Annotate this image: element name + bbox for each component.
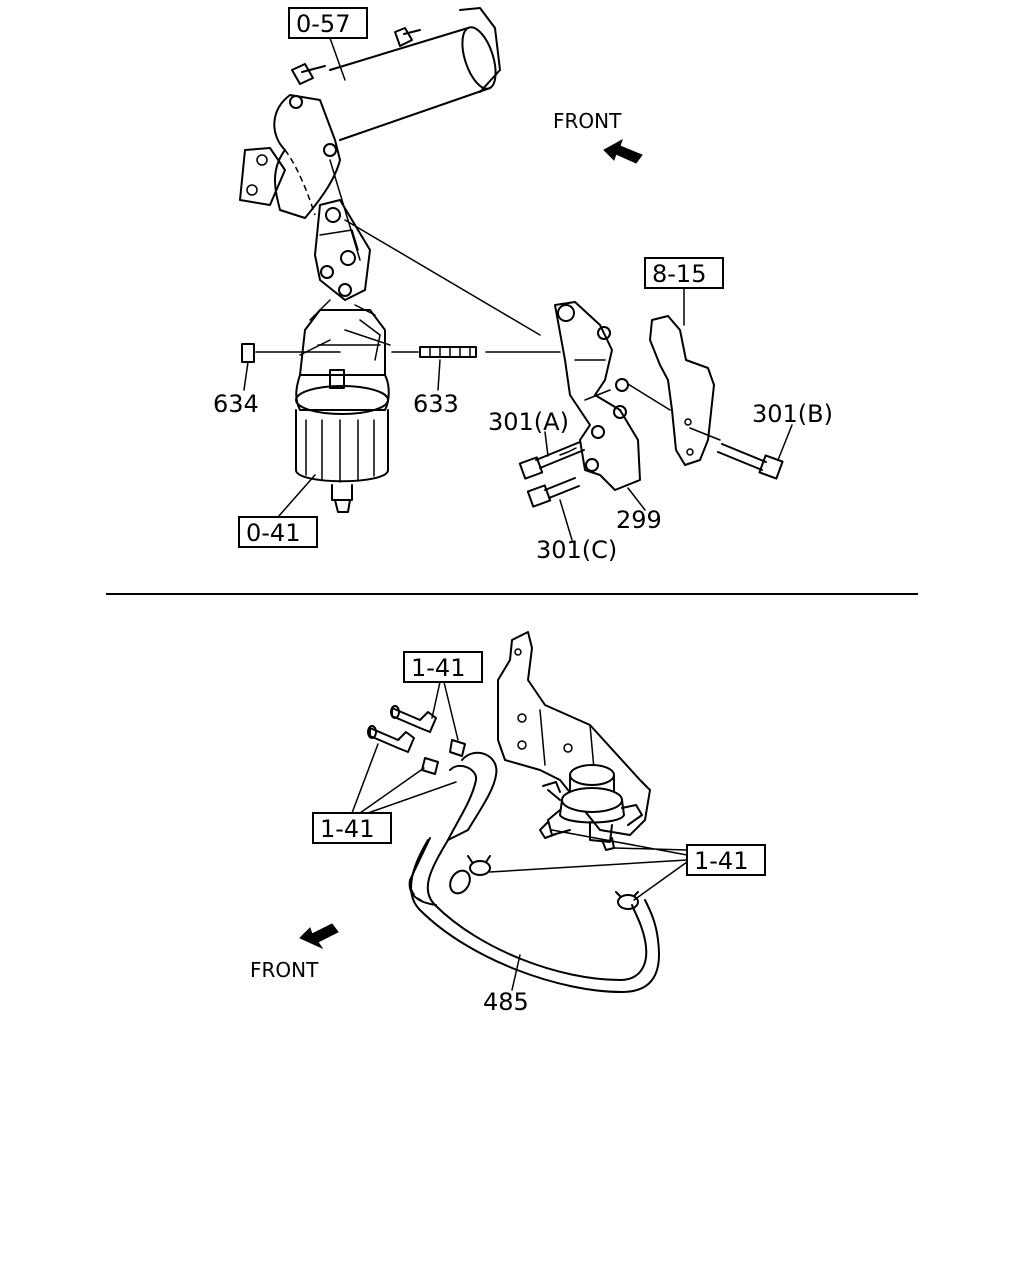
front-indicator-top: FRONT <box>553 109 643 164</box>
part-301c-label: 301(C) <box>536 536 617 564</box>
callout-8-15: 8-15 <box>644 257 724 326</box>
exhaust-pipe-assembly <box>239 7 501 301</box>
callout-8-15-label: 8-15 <box>652 260 706 288</box>
part-633-label: 633 <box>413 390 459 418</box>
callout-1-41-top-label: 1-41 <box>411 654 465 682</box>
callout-0-57-label: 0-57 <box>296 10 350 38</box>
bracket-299: 299 <box>554 301 662 534</box>
bolt-301c: 301(C) <box>526 477 617 564</box>
part-485-label: 485 <box>483 988 529 1016</box>
front-label-top: FRONT <box>553 109 622 133</box>
hose-clamps <box>467 855 639 910</box>
hose-connectors <box>367 705 466 775</box>
part-301b-label: 301(B) <box>752 400 833 428</box>
arrow-left-icon <box>603 138 643 164</box>
callout-0-57: 0-57 <box>288 7 368 81</box>
hose-485: 485 <box>408 751 660 1016</box>
callout-1-41-left: 1-41 <box>312 743 457 844</box>
fuel-filter <box>295 299 391 513</box>
callout-1-41-right-label: 1-41 <box>694 847 748 875</box>
callout-0-41-label: 0-41 <box>246 519 300 547</box>
bracket-8-15 <box>627 315 715 466</box>
callout-0-41: 0-41 <box>238 474 318 548</box>
bolt-301b: 301(B) <box>689 400 833 480</box>
callout-1-41-left-label: 1-41 <box>320 815 374 843</box>
plug-634: 634 <box>213 343 341 418</box>
arrow-left-down-icon <box>299 923 339 950</box>
callout-1-41-top: 1-41 <box>403 651 483 741</box>
pressure-regulator <box>539 764 643 851</box>
callout-1-41-right: 1-41 <box>489 829 766 901</box>
bolt-301a: 301(A) <box>488 408 585 480</box>
part-301a-label: 301(A) <box>488 408 569 436</box>
part-299-label: 299 <box>616 506 662 534</box>
part-634-label: 634 <box>213 390 259 418</box>
stud-633: 633 <box>391 346 561 418</box>
front-label-bottom: FRONT <box>250 958 319 982</box>
front-indicator-bottom: FRONT <box>250 923 339 982</box>
